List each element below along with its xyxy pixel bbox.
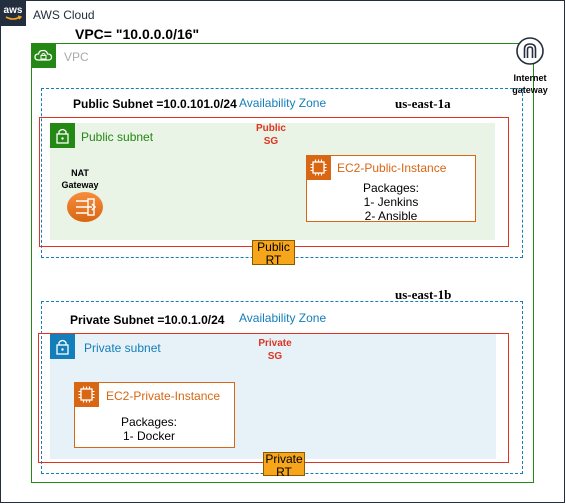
chip-icon bbox=[74, 382, 99, 407]
public-sg-label: Public SG bbox=[243, 122, 299, 148]
private-packages-title: Packages: bbox=[120, 415, 178, 429]
private-region-label: us-east-1b bbox=[395, 287, 452, 302]
public-route-table: Public RT bbox=[252, 240, 295, 267]
private-az-label: Availability Zone bbox=[239, 311, 327, 325]
aws-cloud-title: AWS Cloud bbox=[33, 8, 95, 22]
public-az-label: Availability Zone bbox=[239, 96, 327, 110]
public-package-item: 1- Jenkins bbox=[363, 195, 419, 209]
aws-logo-icon: aws bbox=[0, 0, 26, 26]
public-region-label: us-east-1a bbox=[395, 96, 451, 111]
lock-cloud-icon bbox=[31, 43, 56, 68]
vpc-group bbox=[31, 43, 534, 483]
public-package-item: 2- Ansible bbox=[364, 209, 418, 223]
private-package-item: 1- Docker bbox=[122, 429, 175, 443]
padlock-icon bbox=[50, 334, 75, 359]
private-rt-line2: RT bbox=[276, 465, 292, 479]
private-subnet-label: Private subnet bbox=[84, 341, 161, 355]
private-rt-line1: Private bbox=[265, 452, 303, 466]
private-subnet-cidr: Private Subnet =10.0.1.0/24 bbox=[70, 313, 225, 327]
ec2-public-packages: Packages: 1- Jenkins 2- Ansible bbox=[306, 181, 476, 223]
private-sg-label: Private SG bbox=[245, 337, 305, 363]
nat-label-line2: Gateway bbox=[61, 180, 99, 190]
internet-gateway-icon bbox=[515, 36, 545, 66]
chip-icon bbox=[306, 155, 331, 180]
padlock-icon bbox=[50, 123, 75, 148]
nat-gateway-icon bbox=[66, 191, 104, 223]
public-sg-line2: SG bbox=[263, 136, 279, 147]
public-sg-line1: Public bbox=[255, 123, 286, 134]
public-subnet-cidr: Public Subnet =10.0.101.0/24 bbox=[73, 97, 237, 111]
ec2-public-instance bbox=[306, 155, 476, 222]
internet-gateway-label: Internet gateway bbox=[501, 72, 559, 96]
public-subnet-label: Public subnet bbox=[81, 130, 154, 144]
igw-label-line2: gateway bbox=[512, 85, 548, 95]
igw-label-line1: Internet bbox=[513, 73, 547, 83]
ec2-private-packages: Packages: 1- Docker bbox=[74, 415, 224, 443]
vpc-cidr-label: VPC= "10.0.0.0/16" bbox=[75, 26, 200, 42]
ec2-private-title: EC2-Private-Instance bbox=[106, 389, 221, 403]
private-route-table: Private RT bbox=[263, 452, 305, 479]
aws-logo-text: aws bbox=[4, 5, 23, 16]
public-packages-title: Packages: bbox=[362, 181, 420, 195]
public-rt-line2: RT bbox=[265, 253, 282, 267]
ec2-public-title: EC2-Public-Instance bbox=[337, 161, 447, 175]
private-sg-line1: Private bbox=[258, 338, 292, 349]
nat-label-line1: NAT bbox=[71, 168, 89, 178]
vpc-label: VPC bbox=[64, 50, 89, 64]
private-sg-line2: SG bbox=[267, 351, 283, 362]
public-rt-line1: Public bbox=[257, 240, 290, 254]
nat-gateway-label: NAT Gateway bbox=[60, 167, 100, 191]
ec2-private-instance bbox=[74, 382, 235, 448]
